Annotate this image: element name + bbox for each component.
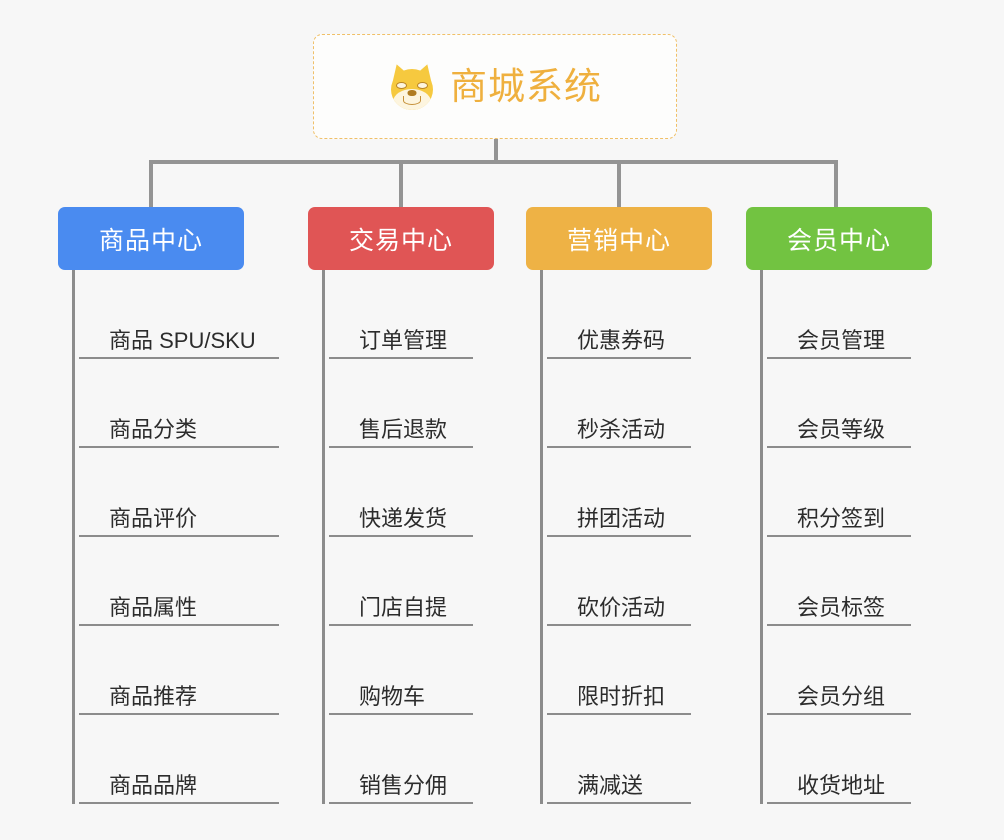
list-item-label: 商品评价 — [109, 505, 198, 531]
branch-header-3[interactable]: 营销中心 — [526, 207, 712, 270]
branch-header-label: 营销中心 — [566, 226, 671, 255]
list-item-label: 售后退款 — [359, 416, 448, 442]
list-item-label: 秒杀活动 — [577, 416, 666, 442]
list-item-label: 订单管理 — [359, 327, 448, 353]
list-item[interactable]: 购物车 — [329, 626, 473, 715]
branch-column-4: 会员中心 会员管理 会员等级 积分签到 会员标签 会员分组 收货地址 — [746, 207, 932, 804]
list-item[interactable]: 会员标签 — [767, 537, 911, 626]
branch-header-label: 商品中心 — [98, 226, 203, 255]
list-item[interactable]: 积分签到 — [767, 448, 911, 537]
list-item-label: 会员管理 — [797, 327, 886, 353]
list-item[interactable]: 商品评价 — [79, 448, 279, 537]
branch-header-label: 交易中心 — [348, 226, 453, 255]
list-item[interactable]: 会员管理 — [767, 270, 911, 359]
branch-column-3: 营销中心 优惠券码 秒杀活动 拼团活动 砍价活动 限时折扣 满减送 — [526, 207, 712, 804]
list-item-label: 销售分佣 — [359, 772, 448, 798]
connector-drop-2 — [399, 160, 403, 207]
branch-column-1: 商品中心 商品 SPU/SKU 商品分类 商品评价 商品属性 商品推荐 商品品牌 — [58, 207, 279, 804]
list-item[interactable]: 收货地址 — [767, 715, 911, 804]
dog-eye-right-icon — [417, 81, 428, 89]
list-item[interactable]: 拼团活动 — [547, 448, 691, 537]
dog-head-icon — [391, 68, 433, 110]
list-item[interactable]: 销售分佣 — [329, 715, 473, 804]
branch-column-2: 交易中心 订单管理 售后退款 快递发货 门店自提 购物车 销售分佣 — [308, 207, 494, 804]
branch-list-4: 会员管理 会员等级 积分签到 会员标签 会员分组 收货地址 — [760, 270, 911, 804]
dog-nose-icon — [407, 89, 417, 96]
list-item-label: 商品属性 — [109, 594, 198, 620]
list-item[interactable]: 快递发货 — [329, 448, 473, 537]
branch-header-2[interactable]: 交易中心 — [308, 207, 494, 270]
list-item-label: 限时折扣 — [577, 683, 666, 709]
dog-face-icon — [388, 61, 436, 110]
connector-bus — [149, 160, 838, 164]
branch-list-2: 订单管理 售后退款 快递发货 门店自提 购物车 销售分佣 — [322, 270, 473, 804]
connector-drop-4 — [834, 160, 838, 207]
list-item[interactable]: 秒杀活动 — [547, 359, 691, 448]
list-item-label: 积分签到 — [797, 505, 886, 531]
list-item-label: 满减送 — [577, 772, 644, 798]
list-item[interactable]: 砍价活动 — [547, 537, 691, 626]
root-title: 商城系统 — [450, 66, 602, 107]
list-item[interactable]: 商品属性 — [79, 537, 279, 626]
branch-list-3: 优惠券码 秒杀活动 拼团活动 砍价活动 限时折扣 满减送 — [540, 270, 691, 804]
list-item[interactable]: 商品 SPU/SKU — [79, 270, 279, 359]
list-item[interactable]: 门店自提 — [329, 537, 473, 626]
branch-header-1[interactable]: 商品中心 — [58, 207, 244, 270]
list-item-label: 砍价活动 — [577, 594, 666, 620]
list-item-label: 会员分组 — [797, 683, 886, 709]
dog-mouth-icon — [403, 95, 421, 105]
list-item-label: 商品分类 — [109, 416, 198, 442]
list-item-label: 拼团活动 — [577, 505, 666, 531]
list-item-label: 商品推荐 — [109, 683, 198, 709]
list-item-label: 商品 SPU/SKU — [109, 327, 256, 353]
dog-eye-left-icon — [396, 81, 407, 89]
list-item-label: 优惠券码 — [577, 327, 666, 353]
root-node[interactable]: 商城系统 — [313, 34, 677, 139]
list-item-label: 商品品牌 — [109, 772, 198, 798]
connector-drop-3 — [617, 160, 621, 207]
list-item[interactable]: 满减送 — [547, 715, 691, 804]
list-item-label: 门店自提 — [359, 594, 448, 620]
list-item[interactable]: 商品品牌 — [79, 715, 279, 804]
connector-root-stem — [494, 139, 498, 162]
list-item[interactable]: 订单管理 — [329, 270, 473, 359]
list-item[interactable]: 会员分组 — [767, 626, 911, 715]
list-item-label: 收货地址 — [797, 772, 886, 798]
list-item[interactable]: 会员等级 — [767, 359, 911, 448]
list-item[interactable]: 商品分类 — [79, 359, 279, 448]
connector-drop-1 — [149, 160, 153, 207]
list-item-label: 会员标签 — [797, 594, 886, 620]
branch-list-1: 商品 SPU/SKU 商品分类 商品评价 商品属性 商品推荐 商品品牌 — [72, 270, 279, 804]
list-item-label: 快递发货 — [359, 505, 448, 531]
list-item[interactable]: 商品推荐 — [79, 626, 279, 715]
list-item-label: 购物车 — [359, 683, 426, 709]
branch-header-4[interactable]: 会员中心 — [746, 207, 932, 270]
list-item-label: 会员等级 — [797, 416, 886, 442]
list-item[interactable]: 优惠券码 — [547, 270, 691, 359]
list-item[interactable]: 售后退款 — [329, 359, 473, 448]
branch-header-label: 会员中心 — [786, 226, 891, 255]
list-item[interactable]: 限时折扣 — [547, 626, 691, 715]
